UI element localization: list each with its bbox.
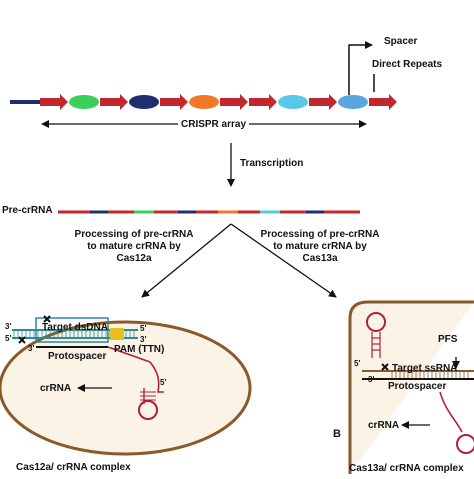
cas12a-3prime-top: 3' bbox=[5, 322, 12, 331]
cas13a-5prime: 5' bbox=[354, 359, 361, 368]
processing-cas12a-label: Processing of pre-crRNA to mature crRNA … bbox=[74, 229, 194, 264]
target-ssrna-label: Target ssRNA bbox=[392, 363, 458, 374]
cas12a-complex-label: Cas12a/ crRNA complex bbox=[16, 462, 131, 473]
cas12a-3prime-right: 3' bbox=[140, 335, 147, 344]
cleavage-x-icon bbox=[381, 363, 389, 371]
pam-box bbox=[110, 328, 124, 340]
cas13a-protospacer-label: Protospacer bbox=[388, 381, 447, 392]
cas12a-protospacer-label: Protospacer bbox=[48, 351, 107, 362]
spacer-oval bbox=[278, 95, 308, 109]
transcription-label: Transcription bbox=[240, 158, 304, 169]
pfs-label: PFS bbox=[438, 334, 458, 345]
pam-label: PAM (TTN) bbox=[114, 344, 165, 355]
cas13a-hairpin-loop bbox=[366, 312, 386, 332]
crispr-array-label: CRISPR array bbox=[178, 119, 250, 131]
crispr-array bbox=[40, 94, 397, 110]
direct-repeat-arrow bbox=[160, 94, 188, 110]
cas12a-5prime-right: 5' bbox=[140, 324, 147, 333]
cas12a-protein-oval bbox=[0, 320, 252, 456]
cas13a-protein-shape bbox=[348, 300, 474, 474]
cas13a-3prime: 3' bbox=[368, 375, 375, 384]
panel-b-label: B bbox=[333, 428, 341, 440]
cleavage-x-icon bbox=[18, 315, 51, 344]
cas12a-crrna-label: crRNA bbox=[40, 383, 72, 394]
crrna-repeat-line bbox=[107, 346, 151, 363]
cas13a-complex-label: Cas13a/ crRNA complex bbox=[349, 463, 464, 474]
spacer-oval bbox=[129, 95, 159, 109]
direct-repeat-arrow bbox=[249, 94, 277, 110]
cas12a-crrna-5prime: 5' bbox=[160, 378, 167, 387]
spacer-oval bbox=[189, 95, 219, 109]
cas13a-crrna-label: crRNA bbox=[368, 420, 400, 431]
direct-repeat-arrow bbox=[100, 94, 128, 110]
direct-repeat-arrow bbox=[40, 94, 68, 110]
processing-cas13a-label: Processing of pre-crRNA to mature crRNA … bbox=[260, 229, 380, 264]
direct-repeats-label: Direct Repeats bbox=[372, 59, 443, 70]
pre-crrna-label: Pre-crRNA bbox=[2, 205, 53, 216]
cas13a-crrna-hairpin bbox=[456, 434, 474, 454]
spacer-label: Spacer bbox=[384, 36, 418, 47]
cas12a-branch-arrow bbox=[141, 223, 232, 298]
crrna-hairpin-loop bbox=[138, 400, 158, 420]
direct-repeat-arrow bbox=[309, 94, 337, 110]
cas12a-5prime-bottom: 5' bbox=[5, 334, 12, 343]
spacer-pointer-arrow bbox=[348, 41, 373, 95]
cas13a-branch-arrow bbox=[230, 223, 337, 298]
ssrna-base-ticks bbox=[391, 371, 469, 379]
direct-repeat-arrow bbox=[220, 94, 248, 110]
spacer-oval bbox=[338, 95, 368, 109]
target-dsdna-box bbox=[35, 317, 109, 343]
cas12a-crrna-3prime: 3' bbox=[28, 344, 35, 353]
target-dsdna-label: Target dsDNA bbox=[42, 322, 108, 333]
spacer-oval bbox=[69, 95, 99, 109]
direct-repeat-arrow bbox=[369, 94, 397, 110]
